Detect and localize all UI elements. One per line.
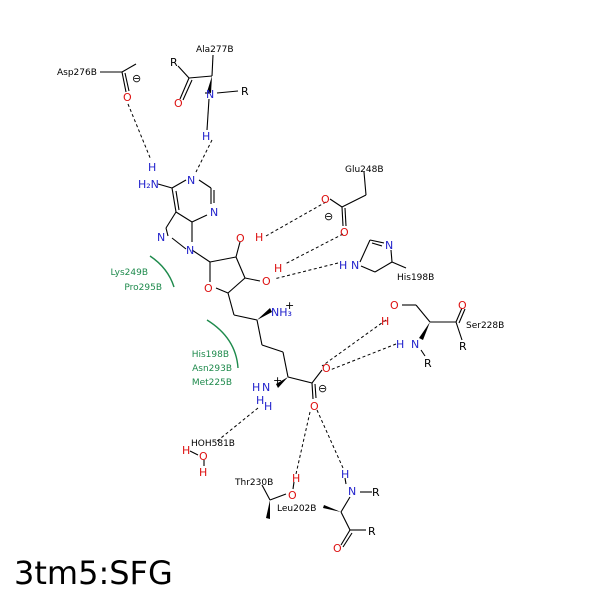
residue-his198: His198B (397, 273, 434, 283)
hydrophobic-arcs (149, 255, 239, 369)
bonds (100, 54, 466, 548)
atom-labels: O ⊖ R O N R H N N N N H H₂N O O H O H NH… (123, 56, 467, 555)
hoh581-h1: H (182, 444, 190, 457)
residue-hoh581: HOH581B (191, 439, 235, 449)
alpha-h3: H (264, 400, 272, 413)
ser228-h: H (396, 338, 404, 351)
adenine-n9: N (186, 244, 194, 257)
hydrophobic-lys249: Lys249B (110, 268, 148, 278)
ala277-h: H (202, 130, 210, 143)
alpha-n-plus: + (273, 374, 282, 387)
ser228-r1: R (424, 357, 432, 370)
asp276-charge: ⊖ (132, 72, 141, 85)
leu202-r2: R (368, 525, 376, 538)
diagram-title: 3tm5:SFG (14, 554, 173, 592)
ser228-og: O (390, 299, 399, 312)
hydrophobic-arc-2 (206, 319, 239, 369)
ala277-r1: R (170, 56, 178, 69)
his198-n2: N (351, 259, 359, 272)
ribose-o2-h: H (255, 231, 263, 244)
hydrophobic-met225: Met225B (192, 378, 232, 388)
leu202-r1: R (372, 486, 380, 499)
residue-glu248: Glu248B (345, 165, 384, 175)
asp276-o: O (123, 91, 132, 104)
hoh581-h2: H (199, 466, 207, 479)
residue-asp276: Asp276B (57, 68, 97, 78)
alpha-n: N (262, 381, 270, 394)
alpha-h2: H (256, 394, 264, 407)
thr230-hg: H (292, 472, 300, 485)
leu202-h: H (341, 468, 349, 481)
carboxyl-o1: O (322, 362, 331, 375)
residue-leu202: Leu202B (277, 504, 316, 514)
leu202-n: N (348, 485, 356, 498)
hydrophobic-his198: His198B (192, 350, 229, 360)
ala277-n: N (206, 88, 214, 101)
hydrophobic-arc-1 (149, 255, 175, 288)
glu248-o2: O (340, 226, 349, 239)
residue-ser228: Ser228B (466, 321, 504, 331)
hydrogen-bonds (127, 103, 397, 475)
ala277-r2: R (241, 85, 249, 98)
carboxyl-charge: ⊖ (318, 382, 327, 395)
ser228-r2: R (459, 340, 467, 353)
his198-n1: N (385, 239, 393, 252)
adenine-nh-h: H (148, 161, 156, 174)
ser228-hg: H (381, 315, 389, 328)
adenine-nh2: H₂N (138, 178, 159, 191)
ser228-o: O (458, 299, 467, 312)
tail-nh3-plus: + (285, 299, 294, 312)
ribose-o3-h: H (274, 262, 282, 275)
residue-thr230: Thr230B (234, 478, 273, 488)
ala277-o: O (174, 97, 183, 110)
ribose-o: O (204, 282, 213, 295)
tail-nh3: NH₃ (271, 306, 292, 319)
hydrophobic-pro295: Pro295B (124, 283, 162, 293)
glu248-o1: O (321, 193, 330, 206)
carboxyl-o2: O (310, 400, 319, 413)
residue-labels: Asp276B Ala277B Glu248B His198B Ser228B … (57, 45, 504, 514)
his198-h: H (339, 259, 347, 272)
adenine-n3: N (210, 206, 218, 219)
residue-ala277: Ala277B (196, 45, 234, 55)
ser228-n: N (411, 338, 419, 351)
ribose-o2: O (236, 232, 245, 245)
adenine-n1: N (187, 174, 195, 187)
glu248-charge: ⊖ (324, 210, 333, 223)
thr230-og: O (288, 489, 297, 502)
adenine-n7: N (157, 231, 165, 244)
hydrophobic-asn293: Asn293B (192, 364, 232, 374)
ribose-o3: O (262, 275, 271, 288)
leu202-o: O (333, 542, 342, 555)
hoh581-o: O (199, 450, 208, 463)
alpha-h1: H (252, 381, 260, 394)
